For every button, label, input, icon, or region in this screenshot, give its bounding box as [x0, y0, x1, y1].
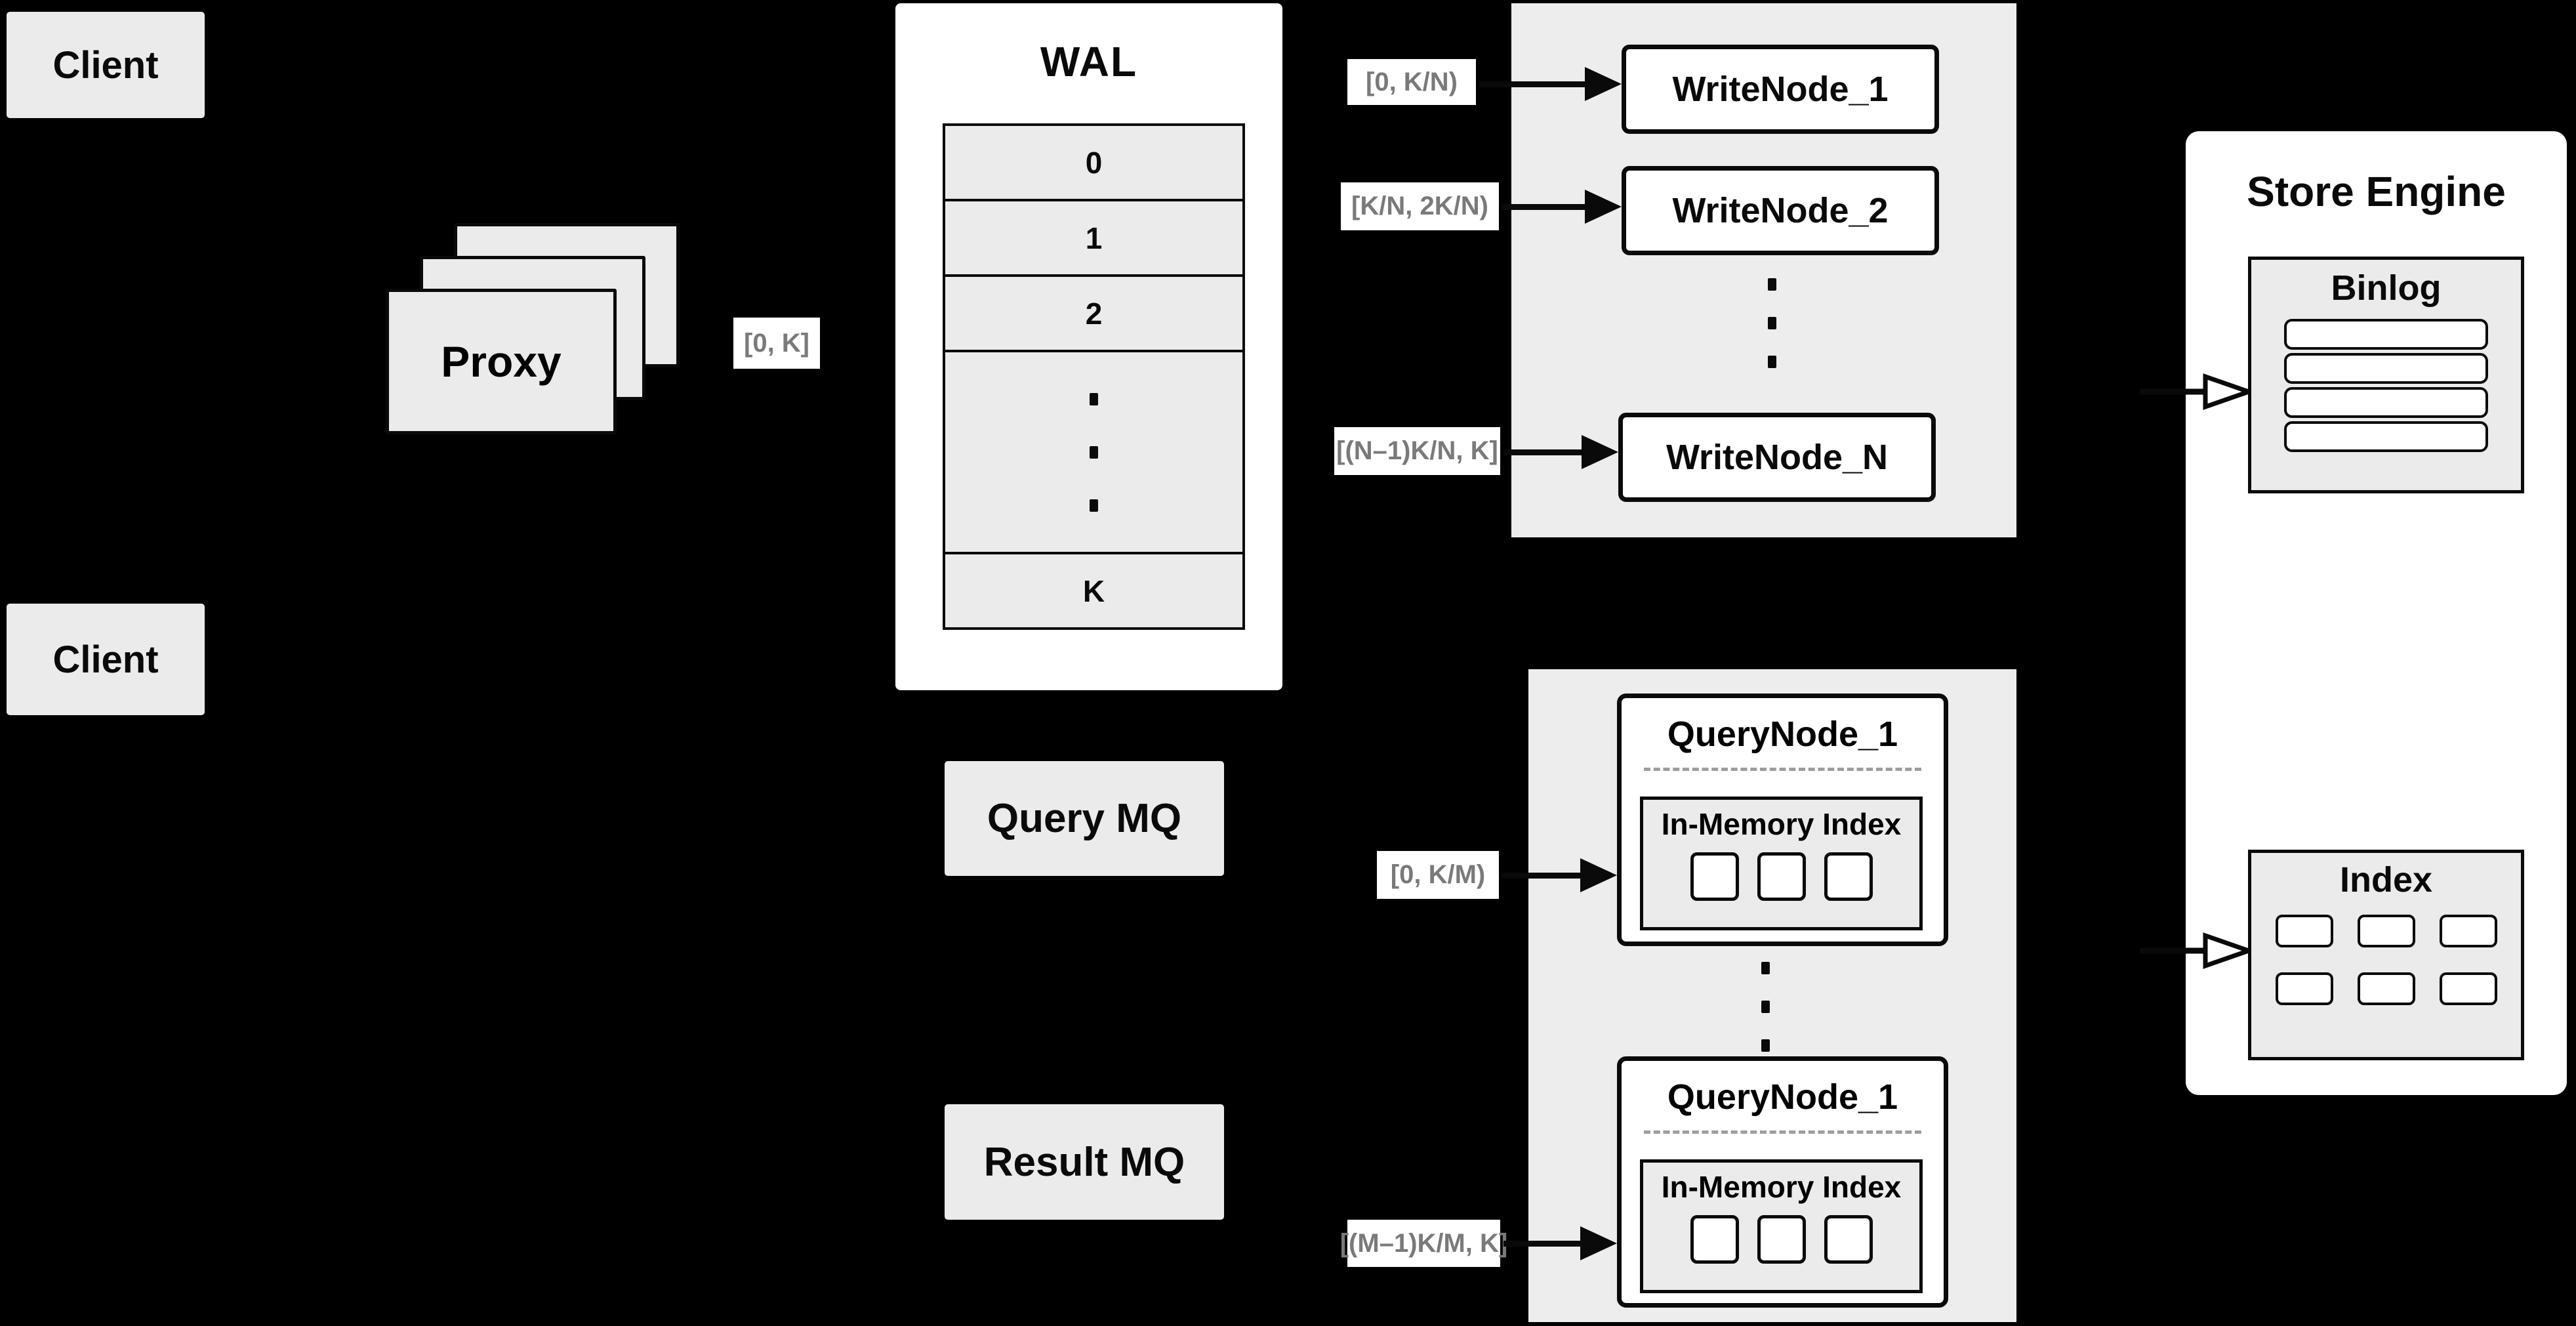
dot	[1768, 356, 1776, 368]
index-cell	[2439, 915, 2497, 947]
arrow-right-icon	[1502, 190, 1622, 224]
binlog-rows	[2284, 319, 2488, 452]
query-node-title: QueryNode_1	[1667, 715, 1898, 754]
wal-panel: WAL 0 1 2 K	[895, 3, 1282, 690]
query-node-divider	[1644, 1130, 1921, 1134]
index-cell	[2357, 915, 2415, 947]
mem-cell	[1690, 852, 1739, 901]
proxy-range-label: [0, K]	[733, 318, 820, 369]
binlog-row	[2284, 421, 2488, 452]
wal-row-0: 0	[945, 126, 1242, 201]
dot	[1768, 278, 1776, 291]
index-cell	[2275, 972, 2333, 1005]
proxy-stack: Proxy	[386, 223, 680, 434]
query-node-title: QueryNode_1	[1667, 1077, 1898, 1117]
write-range-label-n: [(N–1)K/N, K]	[1334, 427, 1500, 475]
query-mq-box: Query MQ	[945, 761, 1224, 876]
store-engine-title: Store Engine	[2247, 168, 2506, 215]
client-box-top: Client	[7, 12, 205, 118]
index-box: Index	[2248, 850, 2524, 1060]
mem-cell	[1824, 1215, 1873, 1264]
store-engine-panel: Store Engine Binlog Index	[2186, 131, 2567, 1095]
query-range-label-1: [0, K/M)	[1377, 851, 1499, 899]
binlog-title: Binlog	[2331, 268, 2442, 308]
in-memory-index-title: In-Memory Index	[1661, 807, 1902, 841]
index-cell	[2357, 972, 2415, 1005]
in-memory-index-box: In-Memory Index	[1640, 1159, 1923, 1293]
dot	[1768, 317, 1776, 329]
arrow-right-icon	[1502, 858, 1617, 892]
arrow-right-icon	[1479, 67, 1622, 101]
wal-row-1: 1	[945, 201, 1242, 277]
index-title: Index	[2339, 860, 2433, 900]
open-arrow-right-icon	[2140, 373, 2251, 410]
memory-cells	[1643, 1215, 1919, 1264]
ellipsis-dots-icon	[1761, 962, 1770, 1052]
query-node-divider	[1644, 768, 1921, 771]
index-cell	[2439, 972, 2497, 1005]
in-memory-index-title: In-Memory Index	[1661, 1170, 1902, 1204]
ellipsis-dots-icon	[1090, 392, 1098, 512]
wal-row-k: K	[945, 554, 1242, 627]
write-range-label-1: [0, K/N)	[1347, 59, 1476, 105]
query-node-top: QueryNode_1 In-Memory Index	[1617, 694, 1948, 946]
result-mq-box: Result MQ	[945, 1104, 1224, 1220]
mem-cell	[1757, 1215, 1806, 1264]
mem-cell	[1690, 1215, 1739, 1264]
dot	[1090, 445, 1098, 459]
arrow-right-icon	[1503, 435, 1618, 469]
wal-table: 0 1 2 K	[943, 123, 1245, 630]
ellipsis-dots-icon	[1768, 278, 1776, 368]
open-arrow-right-icon	[2140, 932, 2251, 969]
dot	[1761, 1039, 1770, 1052]
client-box-bottom: Client	[7, 604, 205, 715]
dot	[1090, 499, 1098, 512]
proxy-box-front: Proxy	[386, 289, 617, 434]
write-node-2: WriteNode_2	[1622, 166, 1939, 255]
index-cells	[2275, 915, 2497, 1005]
binlog-row	[2284, 353, 2488, 384]
binlog-box: Binlog	[2248, 257, 2524, 493]
arrow-right-icon	[1503, 1226, 1617, 1260]
query-range-label-m: [(M–1)K/M, K]	[1340, 1220, 1507, 1267]
in-memory-index-box: In-Memory Index	[1640, 797, 1923, 930]
query-node-bottom: QueryNode_1 In-Memory Index	[1617, 1056, 1948, 1308]
dot	[1761, 1001, 1770, 1013]
write-node-n: WriteNode_N	[1618, 413, 1936, 502]
wal-row-2: 2	[945, 277, 1242, 352]
memory-cells	[1643, 852, 1919, 901]
dot	[1761, 962, 1770, 974]
index-cell	[2275, 915, 2333, 947]
write-range-label-2: [K/N, 2K/N)	[1341, 182, 1499, 230]
binlog-row	[2284, 319, 2488, 350]
mem-cell	[1757, 852, 1806, 901]
dot	[1090, 392, 1098, 405]
wal-row-ellipsis	[945, 352, 1242, 554]
binlog-row	[2284, 387, 2488, 418]
mem-cell	[1824, 852, 1873, 901]
write-node-1: WriteNode_1	[1622, 45, 1939, 134]
wal-title: WAL	[1040, 38, 1138, 85]
